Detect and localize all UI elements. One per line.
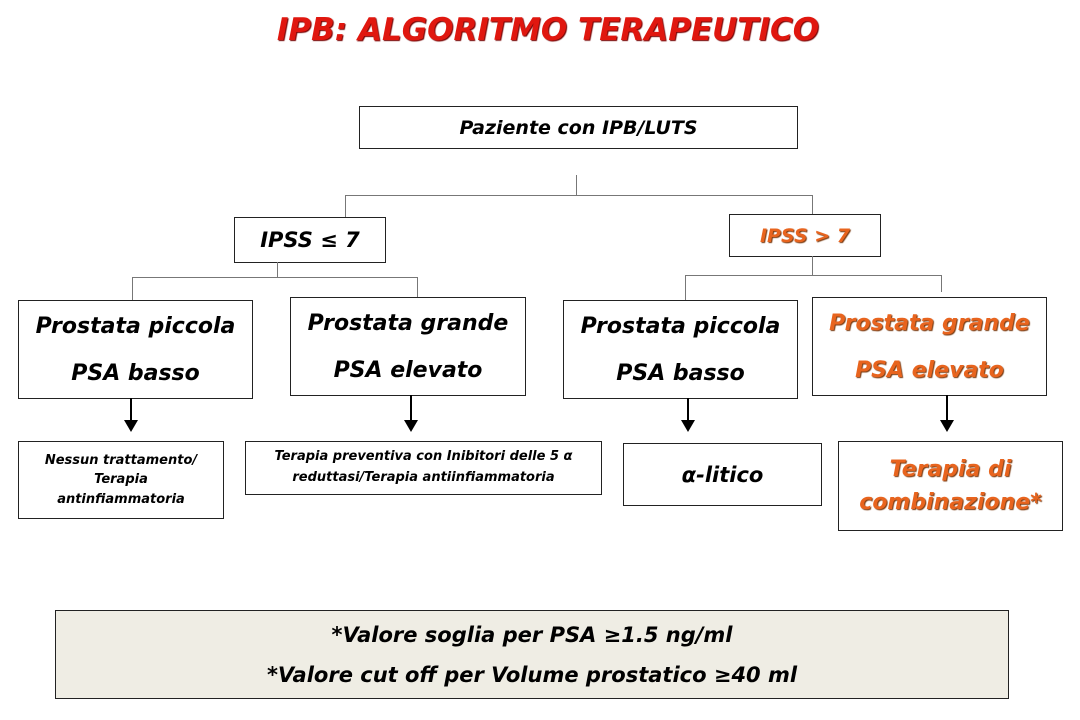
- ipss-high-label: IPSS > 7: [759, 224, 851, 247]
- connector: [277, 262, 278, 277]
- ipss-low-label: IPSS ≤ 7: [260, 228, 360, 252]
- outcome-label: Nessun trattamento/ Terapia antinfiammat…: [44, 452, 198, 507]
- arrow-down-icon: [404, 395, 418, 432]
- outcome-preventive: Terapia preventiva con Inibitori delle 5…: [245, 441, 602, 495]
- outcome-alpha: α-litico: [623, 443, 822, 506]
- page-title: IPB: ALGORITMO TERAPEUTICO: [276, 12, 820, 48]
- node-line2: PSA elevato: [855, 357, 1004, 383]
- footnote-psa: *Valore soglia per PSA ≥1.5 ng/ml: [331, 622, 733, 647]
- connector: [417, 277, 418, 297]
- connector: [812, 256, 813, 275]
- ipss-low-node: IPSS ≤ 7: [234, 217, 386, 263]
- connector: [576, 175, 577, 195]
- outcome-label: Terapia preventiva con Inibitori delle 5…: [274, 449, 573, 485]
- footnote-volume: *Valore cut off per Volume prostatico ≥4…: [266, 662, 798, 687]
- node-line2: PSA elevato: [333, 357, 483, 383]
- connector: [685, 275, 942, 276]
- outcome-label: Terapia di combinazione*: [859, 457, 1042, 515]
- connector: [685, 275, 686, 300]
- outcome-combination: Terapia di combinazione*: [838, 441, 1063, 531]
- node-line1: Prostata grande: [307, 310, 509, 336]
- node-line1: Prostata grande: [829, 310, 1030, 336]
- ipss-high-node: IPSS > 7: [729, 214, 881, 257]
- root-label: Paziente con IPB/LUTS: [459, 116, 698, 139]
- node-line2: PSA basso: [71, 360, 200, 386]
- root-node: Paziente con IPB/LUTS: [359, 106, 798, 149]
- connector: [132, 277, 133, 300]
- arrow-down-icon: [124, 398, 138, 432]
- node-line2: PSA basso: [616, 360, 745, 386]
- node-line1: Prostata piccola: [35, 313, 236, 339]
- arrow-down-icon: [681, 398, 695, 432]
- connector: [812, 195, 813, 214]
- connector: [941, 275, 942, 292]
- outcome-none: Nessun trattamento/ Terapia antinfiammat…: [18, 441, 224, 519]
- connector: [345, 195, 346, 218]
- footnote-box: *Valore soglia per PSA ≥1.5 ng/ml *Valore…: [55, 610, 1009, 699]
- outcome-label: α-litico: [681, 462, 764, 487]
- connector: [345, 195, 813, 196]
- arrow-down-icon: [940, 395, 954, 432]
- connector: [132, 277, 418, 278]
- node-line1: Prostata piccola: [580, 313, 781, 339]
